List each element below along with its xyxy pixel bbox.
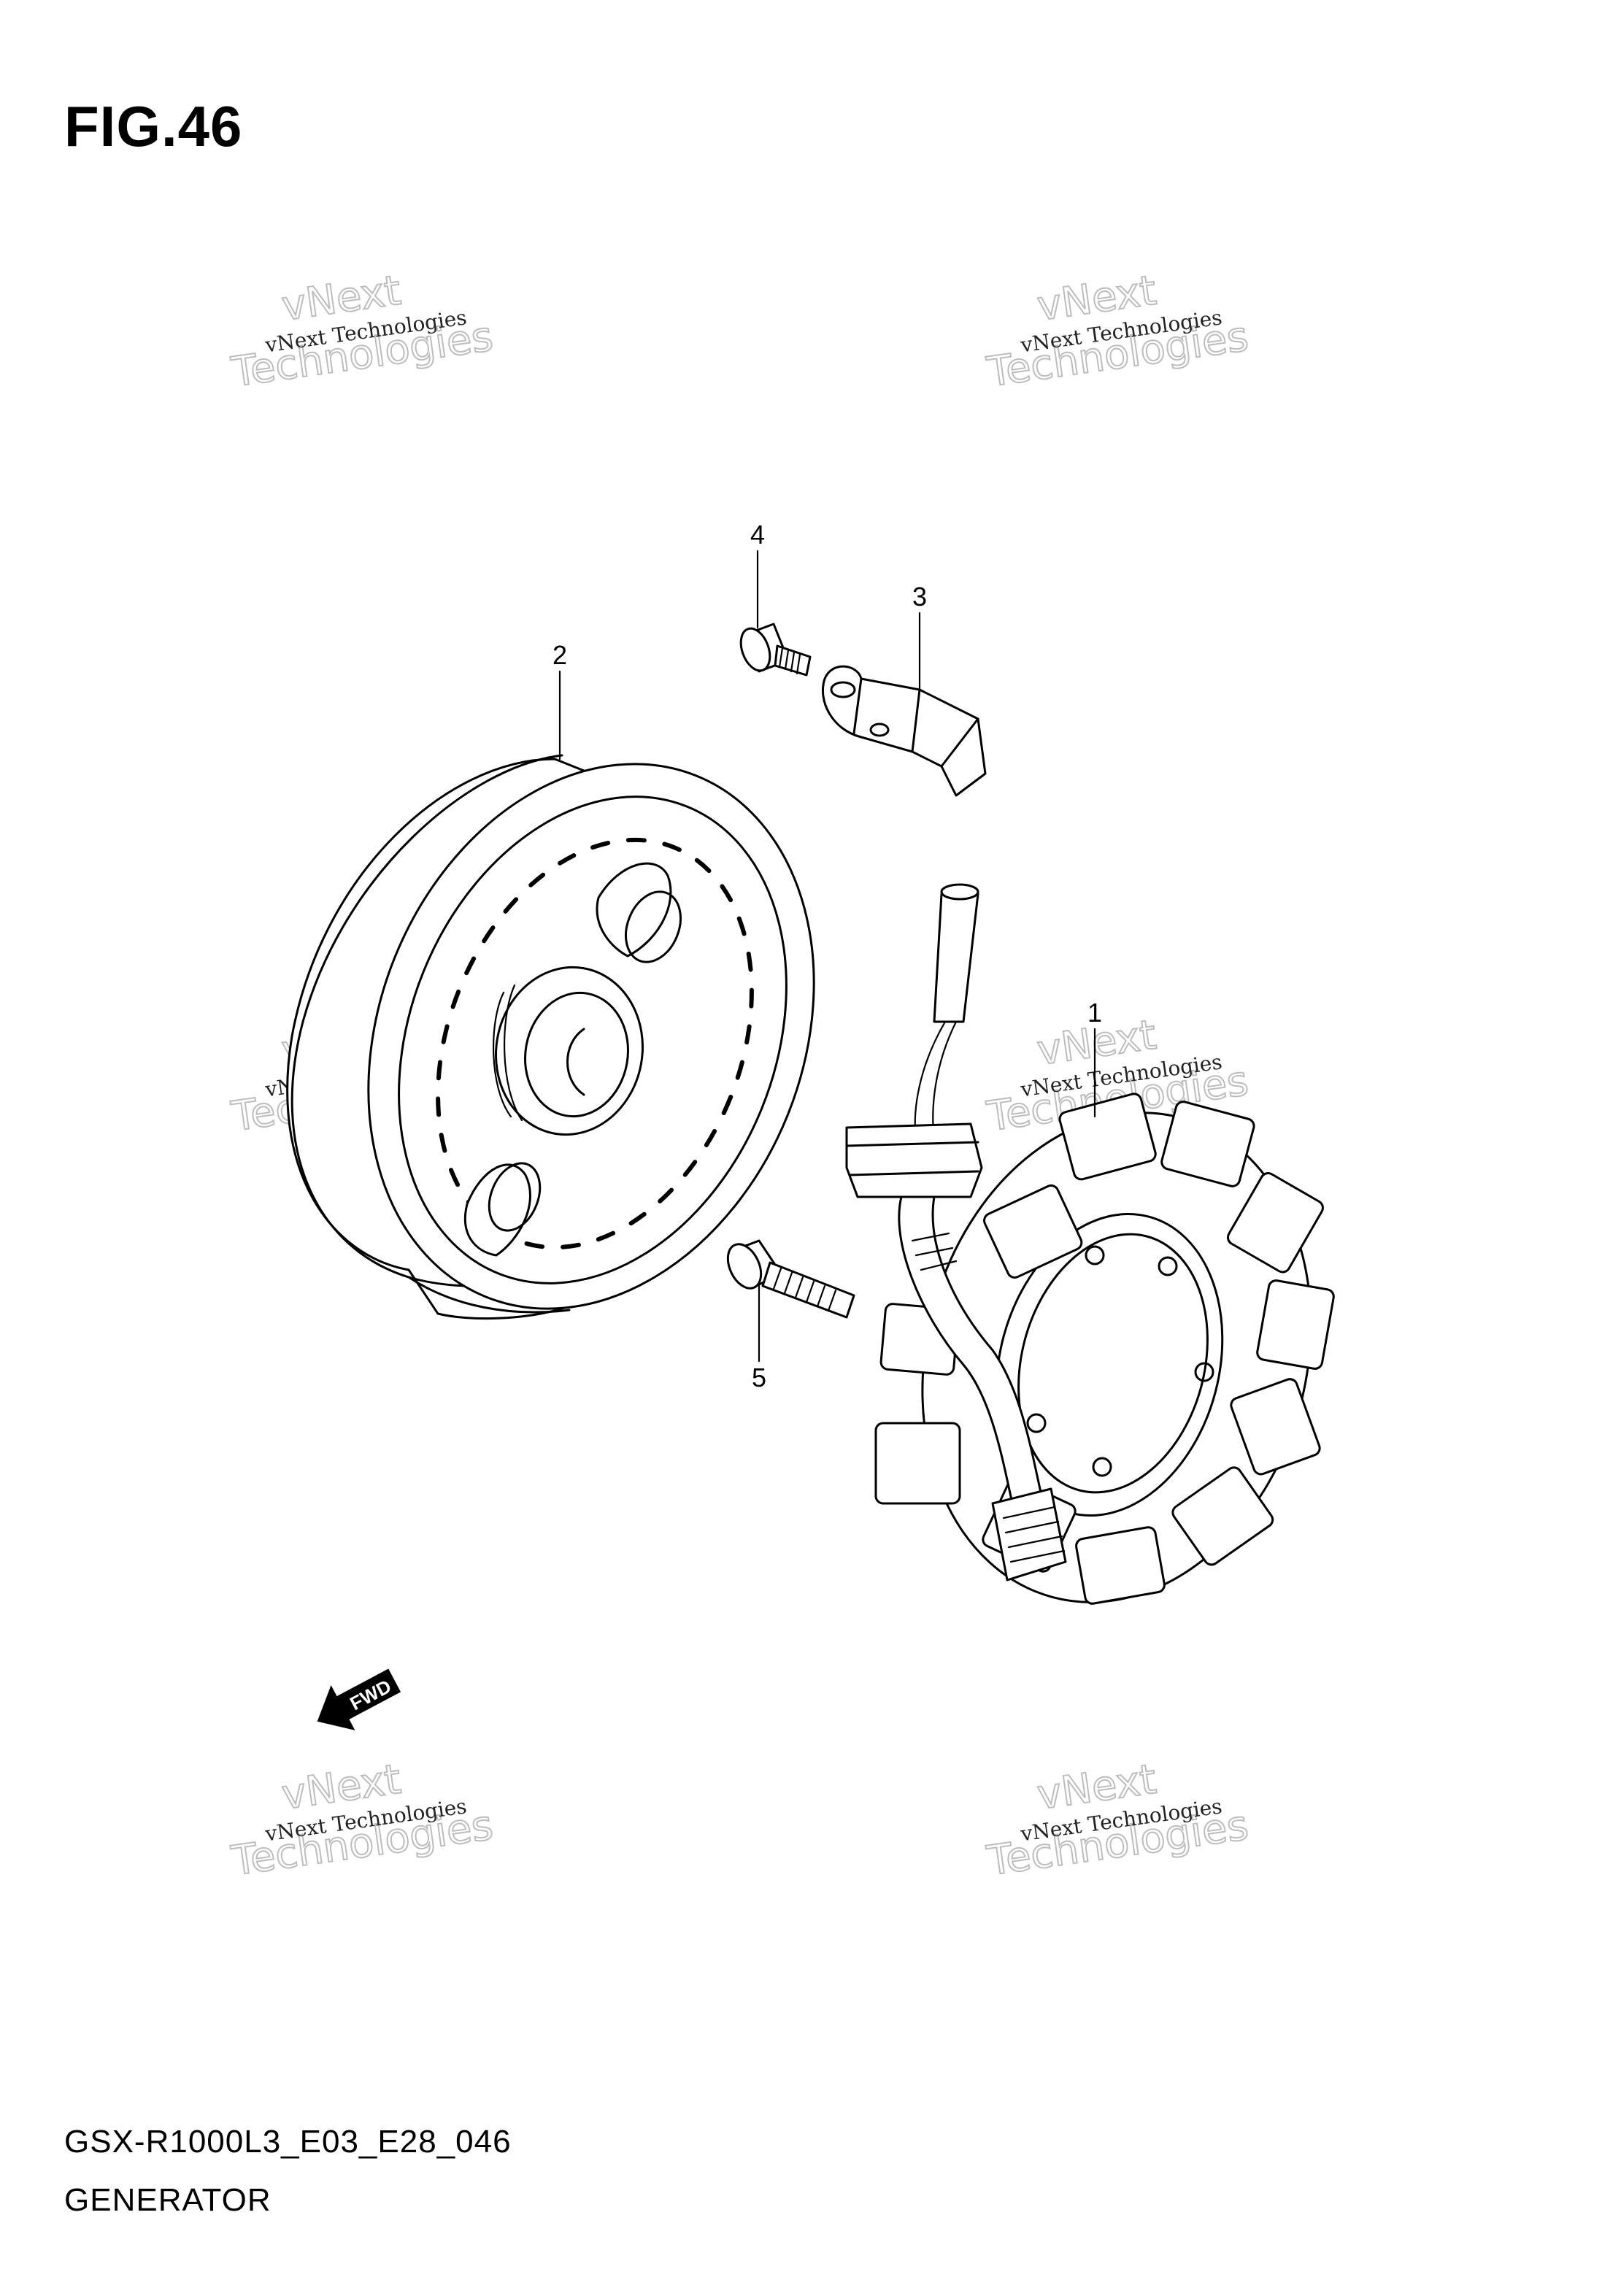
figure-code: GSX-R1000L3_E03_E28_046: [64, 2124, 512, 2160]
svg-text:2: 2: [552, 640, 567, 670]
watermark-top-right: vNext Technologies vNext Technologies: [983, 266, 1252, 398]
callout-5: 5: [752, 1283, 766, 1392]
rotor: [286, 754, 815, 1320]
figure-title: FIG.46: [64, 94, 243, 158]
callout-2: 2: [552, 640, 567, 760]
callout-4: 4: [750, 520, 765, 629]
clamp-3: [821, 665, 987, 797]
callout-1: 1: [1087, 998, 1102, 1118]
stator: [845, 883, 1335, 1605]
watermark-top-left: vNext Technologies vNext Technologies: [228, 266, 496, 398]
bolt-4: [739, 623, 812, 677]
bolt-5: [726, 1239, 855, 1319]
svg-text:5: 5: [752, 1363, 766, 1392]
svg-text:3: 3: [912, 582, 927, 612]
figure-name: GENERATOR: [64, 2182, 272, 2218]
fwd-arrow-icon: FWD: [317, 1668, 401, 1730]
callout-3: 3: [912, 582, 927, 691]
watermark-bottom-right: vNext Technologies vNext Technologies: [983, 1755, 1252, 1887]
watermark-bottom-left: vNext Technologies vNext Technologies: [228, 1755, 496, 1887]
svg-text:4: 4: [750, 520, 765, 550]
svg-text:1: 1: [1087, 998, 1102, 1028]
